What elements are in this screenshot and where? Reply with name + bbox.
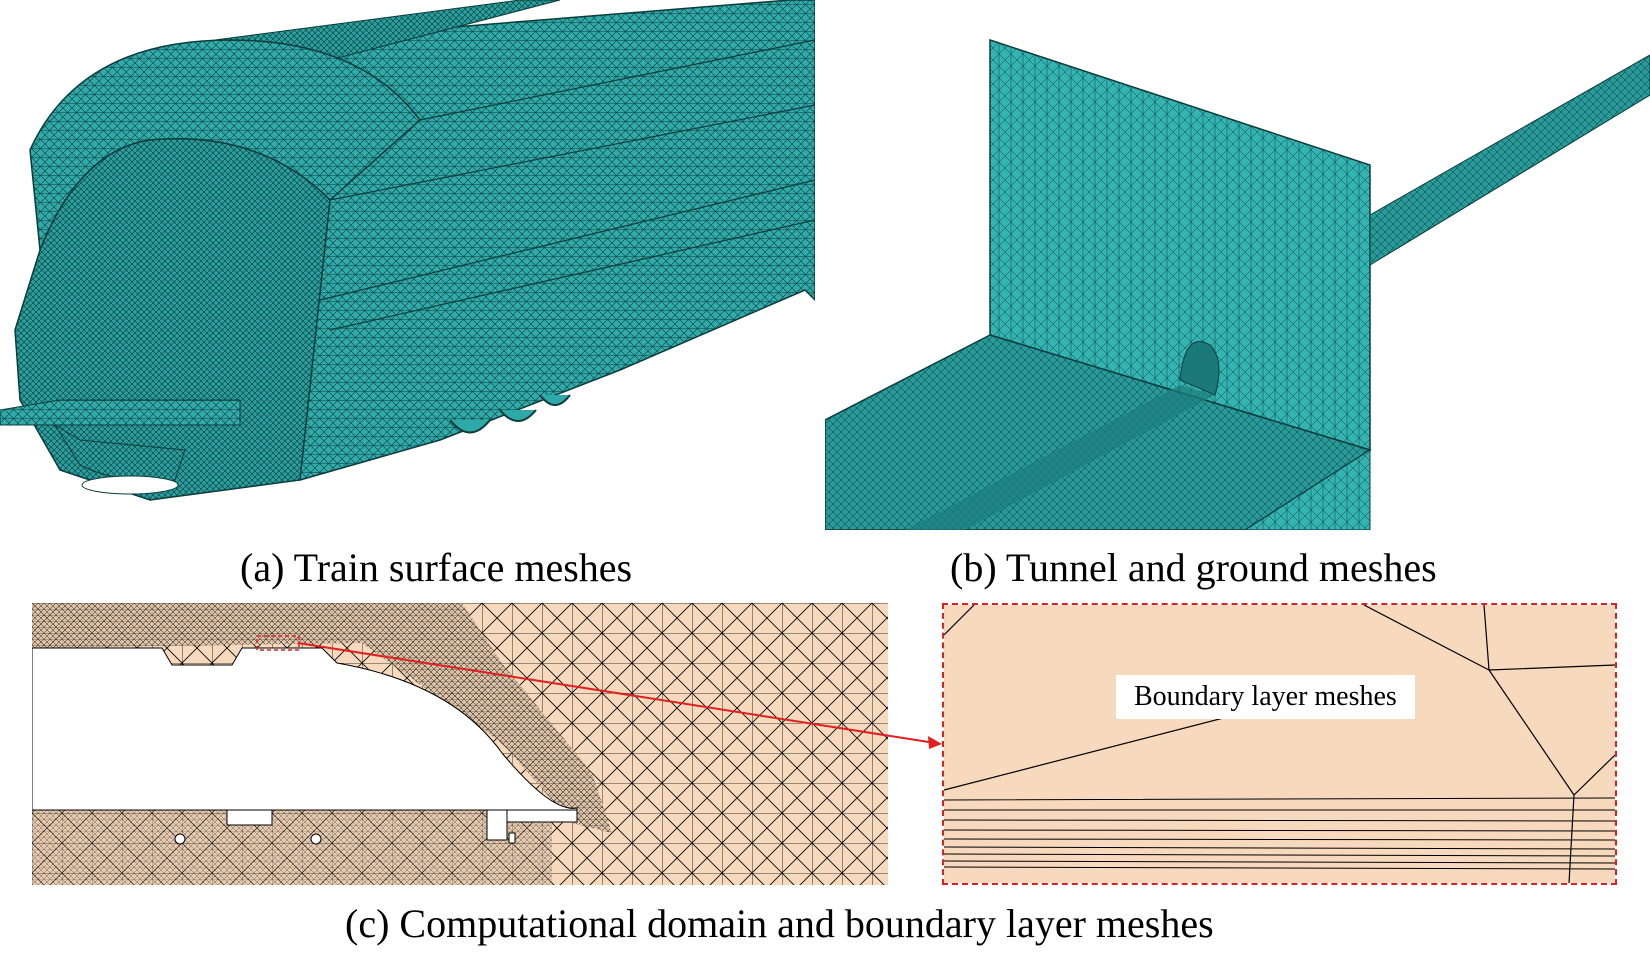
domain-mesh-figure: [32, 603, 888, 885]
caption-panel-b: (b) Tunnel and ground meshes: [950, 545, 1437, 590]
panel-a-train-surface-mesh: [0, 0, 815, 530]
panel-b-tunnel-ground-mesh: [825, 0, 1650, 530]
panel-c-computational-domain: [32, 603, 888, 885]
tunnel-mesh-figure: [825, 38, 1650, 530]
caption-panel-a: (a) Train surface meshes: [240, 545, 633, 590]
train-mesh-figure: [0, 0, 815, 501]
boundary-layer-label: Boundary layer meshes: [1116, 675, 1415, 719]
panel-c-boundary-layer-inset: Boundary layer meshes: [942, 603, 1617, 885]
boundary-layer-figure: [944, 605, 1615, 883]
caption-panel-c: (c) Computational domain and boundary la…: [345, 901, 1214, 946]
